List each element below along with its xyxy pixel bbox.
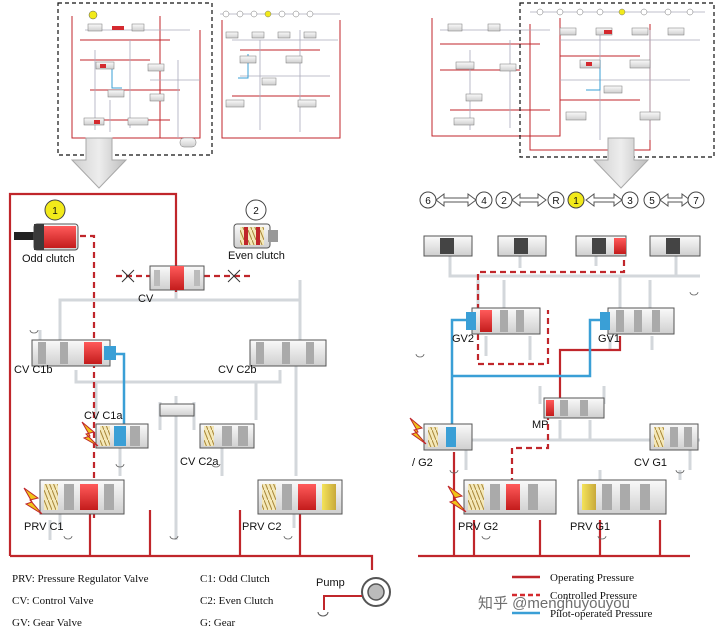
gear-badge-1 [567, 191, 585, 209]
cv-c1b-label: CV C1b [14, 364, 53, 376]
shift-cylinders [423, 235, 701, 257]
legend-prv: PRV: Pressure Regulator Valve [12, 573, 149, 585]
prv-c1-valve [39, 479, 125, 515]
even-number: 2 [253, 206, 259, 217]
cv-c1a-valve [95, 423, 149, 449]
odd-clutch [14, 223, 79, 251]
legend-c2: C2: Even Clutch [200, 595, 274, 607]
odd-number-badge [44, 199, 66, 221]
gv1-valve [600, 307, 675, 335]
gear-label-6: 6 [425, 196, 431, 207]
legend-controlled: Controlled Pressure [550, 590, 637, 602]
gear-badge-5 [643, 191, 661, 209]
cv-g1-label: CV G1 [634, 457, 667, 469]
even-number-badge [245, 199, 267, 221]
left-thumbnail-frame [57, 2, 213, 156]
legend-pilot: Pilot-operated Pressure [550, 608, 652, 620]
gear-badge-7 [687, 191, 705, 209]
left-schematic: 1 Odd clutch 2 Even clutch CV [8, 192, 343, 558]
down-arrow-left [70, 137, 128, 189]
gv1-label: GV1 [598, 333, 620, 345]
left-controlled-lines [80, 234, 252, 520]
gear-label-r: R [552, 196, 559, 207]
pump-label: Pump [316, 577, 345, 589]
even-clutch-label: Even clutch [228, 250, 285, 262]
gv2-valve [466, 307, 541, 335]
prv-c1-label: PRV C1 [24, 521, 64, 533]
gear-selector-row: 6 4 2 R 1 3 5 7 [419, 191, 705, 209]
odd-clutch-label: Odd clutch [22, 253, 75, 265]
solenoid-prv-g2-icon [447, 485, 467, 513]
left-drain-symbols [29, 329, 293, 540]
watermark: 知乎 @menghuyouyou [478, 595, 630, 612]
gear-label-3: 3 [627, 196, 633, 207]
right-drain-symbols [415, 291, 699, 540]
cv-c1a-label: CV C1a [84, 410, 123, 422]
prv-c2-label: PRV C2 [242, 521, 282, 533]
legend-c1: C1: Odd Clutch [200, 573, 270, 585]
gear-label-5: 5 [649, 196, 655, 207]
cv-label: CV [138, 293, 154, 305]
cv-valve [149, 265, 205, 291]
gear-label-1: 1 [573, 196, 579, 207]
gear-badge-r [547, 191, 565, 209]
mp-label: MP [532, 419, 549, 431]
left-thumbnail [57, 2, 341, 156]
right-thumbnail [424, 2, 715, 158]
cv-g1-valve [649, 423, 699, 451]
right-pilot-lines [450, 318, 600, 428]
prv-g1-label: PRV G1 [570, 521, 610, 533]
gear-badge-4 [475, 191, 493, 209]
solenoid-g2-icon [409, 417, 427, 445]
gear-label-4: 4 [481, 196, 487, 207]
legend-cv: CV: Control Valve [12, 595, 94, 607]
gear-label-7: 7 [693, 196, 699, 207]
right-schematic: 6 4 2 R 1 3 5 7 GV2 GV1 [409, 191, 705, 558]
prv-g2-valve [463, 479, 557, 515]
gear-badge-2 [495, 191, 513, 209]
gear-label-2: 2 [501, 196, 507, 207]
prv-g1-valve [577, 479, 667, 515]
shuttle-valve [159, 403, 195, 417]
cv-c2a-label: CV C2a [180, 456, 219, 468]
cv-g2-valve [423, 423, 473, 451]
cv-c1b-valve [31, 339, 116, 367]
orifice-right [227, 269, 241, 283]
prv-c2-valve [257, 479, 343, 515]
solenoid-prv-c1-icon [23, 487, 43, 515]
legend-gv: GV: Gear Valve [12, 617, 82, 629]
cv-c2b-label: CV C2b [218, 364, 257, 376]
gv2-label: GV2 [452, 333, 474, 345]
pump [317, 554, 391, 617]
gear-badge-6 [419, 191, 437, 209]
solenoid-c1a-icon [81, 421, 99, 447]
g2-label: / G2 [412, 457, 433, 469]
odd-number: 1 [52, 206, 58, 217]
cv-c2a-valve [199, 423, 255, 449]
orifice-left [121, 269, 135, 283]
down-arrow-right [592, 137, 650, 189]
gear-badge-3 [621, 191, 639, 209]
mp-valve [543, 397, 605, 419]
legend: PRV: Pressure Regulator Valve CV: Contro… [12, 554, 652, 629]
prv-g2-label: PRV G2 [458, 521, 498, 533]
right-half-thumbnail [220, 10, 341, 139]
even-clutch [233, 223, 278, 249]
legend-operating: Operating Pressure [550, 572, 634, 584]
legend-g: G: Gear [200, 617, 235, 629]
cv-c2b-valve [249, 339, 327, 367]
left-operating-lines [8, 192, 340, 558]
